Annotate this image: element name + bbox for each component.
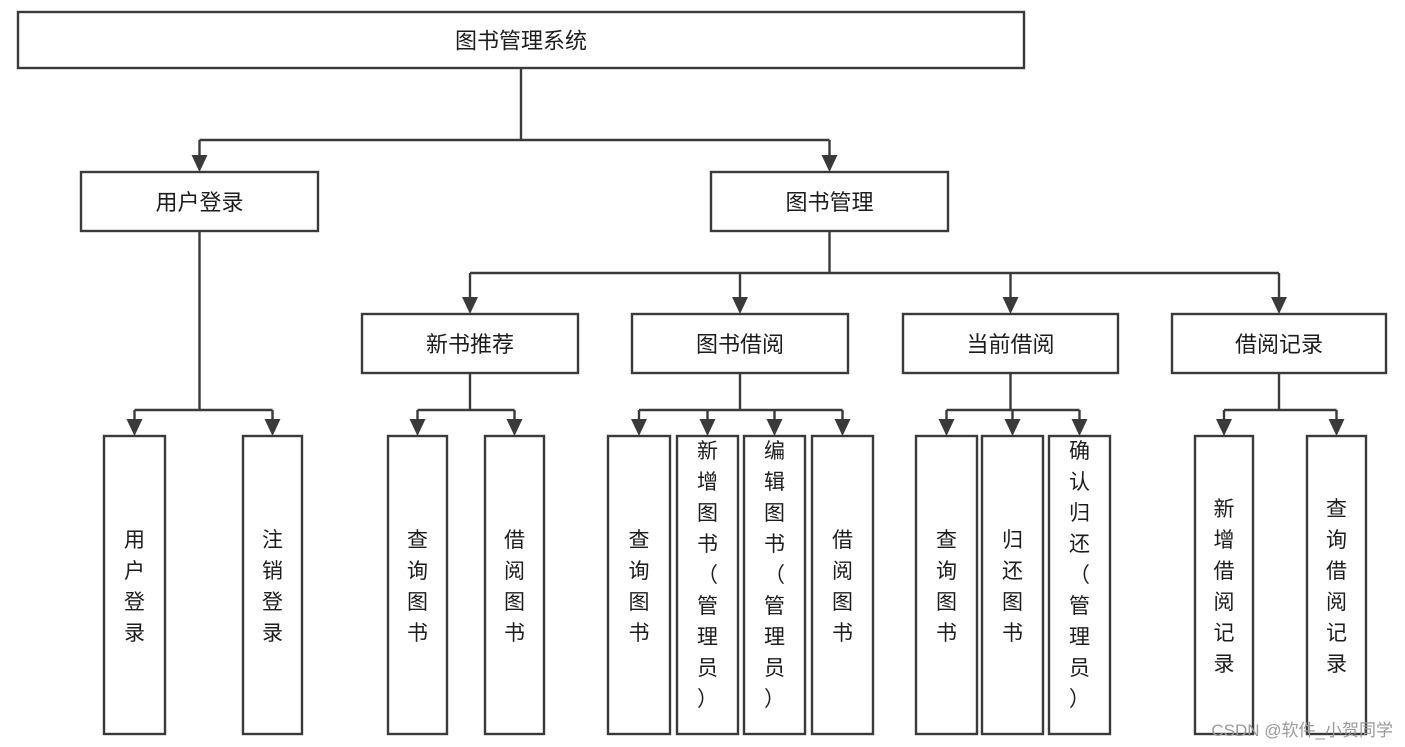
node-label: 新增图书（管理员） [697,440,718,711]
node-box [606,434,672,736]
node-box [1047,434,1112,736]
node-box [914,434,979,736]
node-box [102,434,167,736]
node-label: 确认归还（管理员） [1069,440,1090,711]
node-box [79,170,320,233]
node-label: 查询借阅记录 [1326,498,1347,676]
node-leaf-confirm-return[interactable]: 确认归还（管理员） [1047,434,1112,736]
node-label: 图书借阅 [696,332,784,357]
node-label: 查询图书 [629,529,650,645]
node-box [1305,434,1368,736]
node-leaf-add-record[interactable]: 新增借阅记录 [1193,434,1255,736]
node-label: 借阅记录 [1235,332,1323,357]
node-label: 借阅图书 [504,529,525,645]
connectors-layer [126,68,1345,436]
node-label: 查询图书 [936,529,957,645]
node-box [386,434,449,736]
node-label: 查询图书 [407,529,428,645]
node-box [1193,434,1255,736]
node-current[interactable]: 当前借阅 [901,312,1120,375]
node-label: 图书管理 [785,190,873,215]
nodes-layer: 图书管理系统用户登录图书管理新书推荐图书借阅当前借阅借阅记录用户登录注销登录查询… [16,10,1388,736]
node-box [709,170,950,233]
node-box [675,434,740,736]
node-leaf-borrow-book-2[interactable]: 借阅图书 [810,434,875,736]
node-box [901,312,1120,375]
node-box [742,434,807,736]
node-label: 编辑图书（管理员） [764,440,785,711]
node-label: 用户登录 [124,529,145,645]
node-leaf-query-book-3[interactable]: 查询图书 [914,434,979,736]
node-leaf-return-book[interactable]: 归还图书 [980,434,1045,736]
node-leaf-borrow-book-1[interactable]: 借阅图书 [483,434,546,736]
node-box [1170,312,1388,375]
node-label: 新书推荐 [426,332,514,357]
node-root[interactable]: 图书管理系统 [16,10,1026,70]
node-login[interactable]: 用户登录 [79,170,320,233]
node-leaf-query-book-2[interactable]: 查询图书 [606,434,672,736]
node-box [360,312,580,375]
node-label: 注销登录 [262,529,283,645]
node-bookmgmt[interactable]: 图书管理 [709,170,950,233]
node-box [980,434,1045,736]
node-box [241,434,304,736]
node-box [630,312,850,375]
node-box [483,434,546,736]
node-label: 新增借阅记录 [1214,498,1235,676]
node-leaf-edit-book[interactable]: 编辑图书（管理员） [742,434,807,736]
node-label: 用户登录 [155,190,243,215]
node-label: 归还图书 [1002,529,1023,645]
node-records[interactable]: 借阅记录 [1170,312,1388,375]
node-leaf-user-login[interactable]: 用户登录 [102,434,167,736]
node-box [16,10,1026,70]
node-label: 图书管理系统 [455,29,587,54]
node-leaf-add-book[interactable]: 新增图书（管理员） [675,434,740,736]
node-leaf-query-record[interactable]: 查询借阅记录 [1305,434,1368,736]
node-box [810,434,875,736]
node-borrow[interactable]: 图书借阅 [630,312,850,375]
node-label: 借阅图书 [832,529,853,645]
node-leaf-query-book-1[interactable]: 查询图书 [386,434,449,736]
node-leaf-user-logout[interactable]: 注销登录 [241,434,304,736]
node-newbook[interactable]: 新书推荐 [360,312,580,375]
node-label: 当前借阅 [966,332,1054,357]
